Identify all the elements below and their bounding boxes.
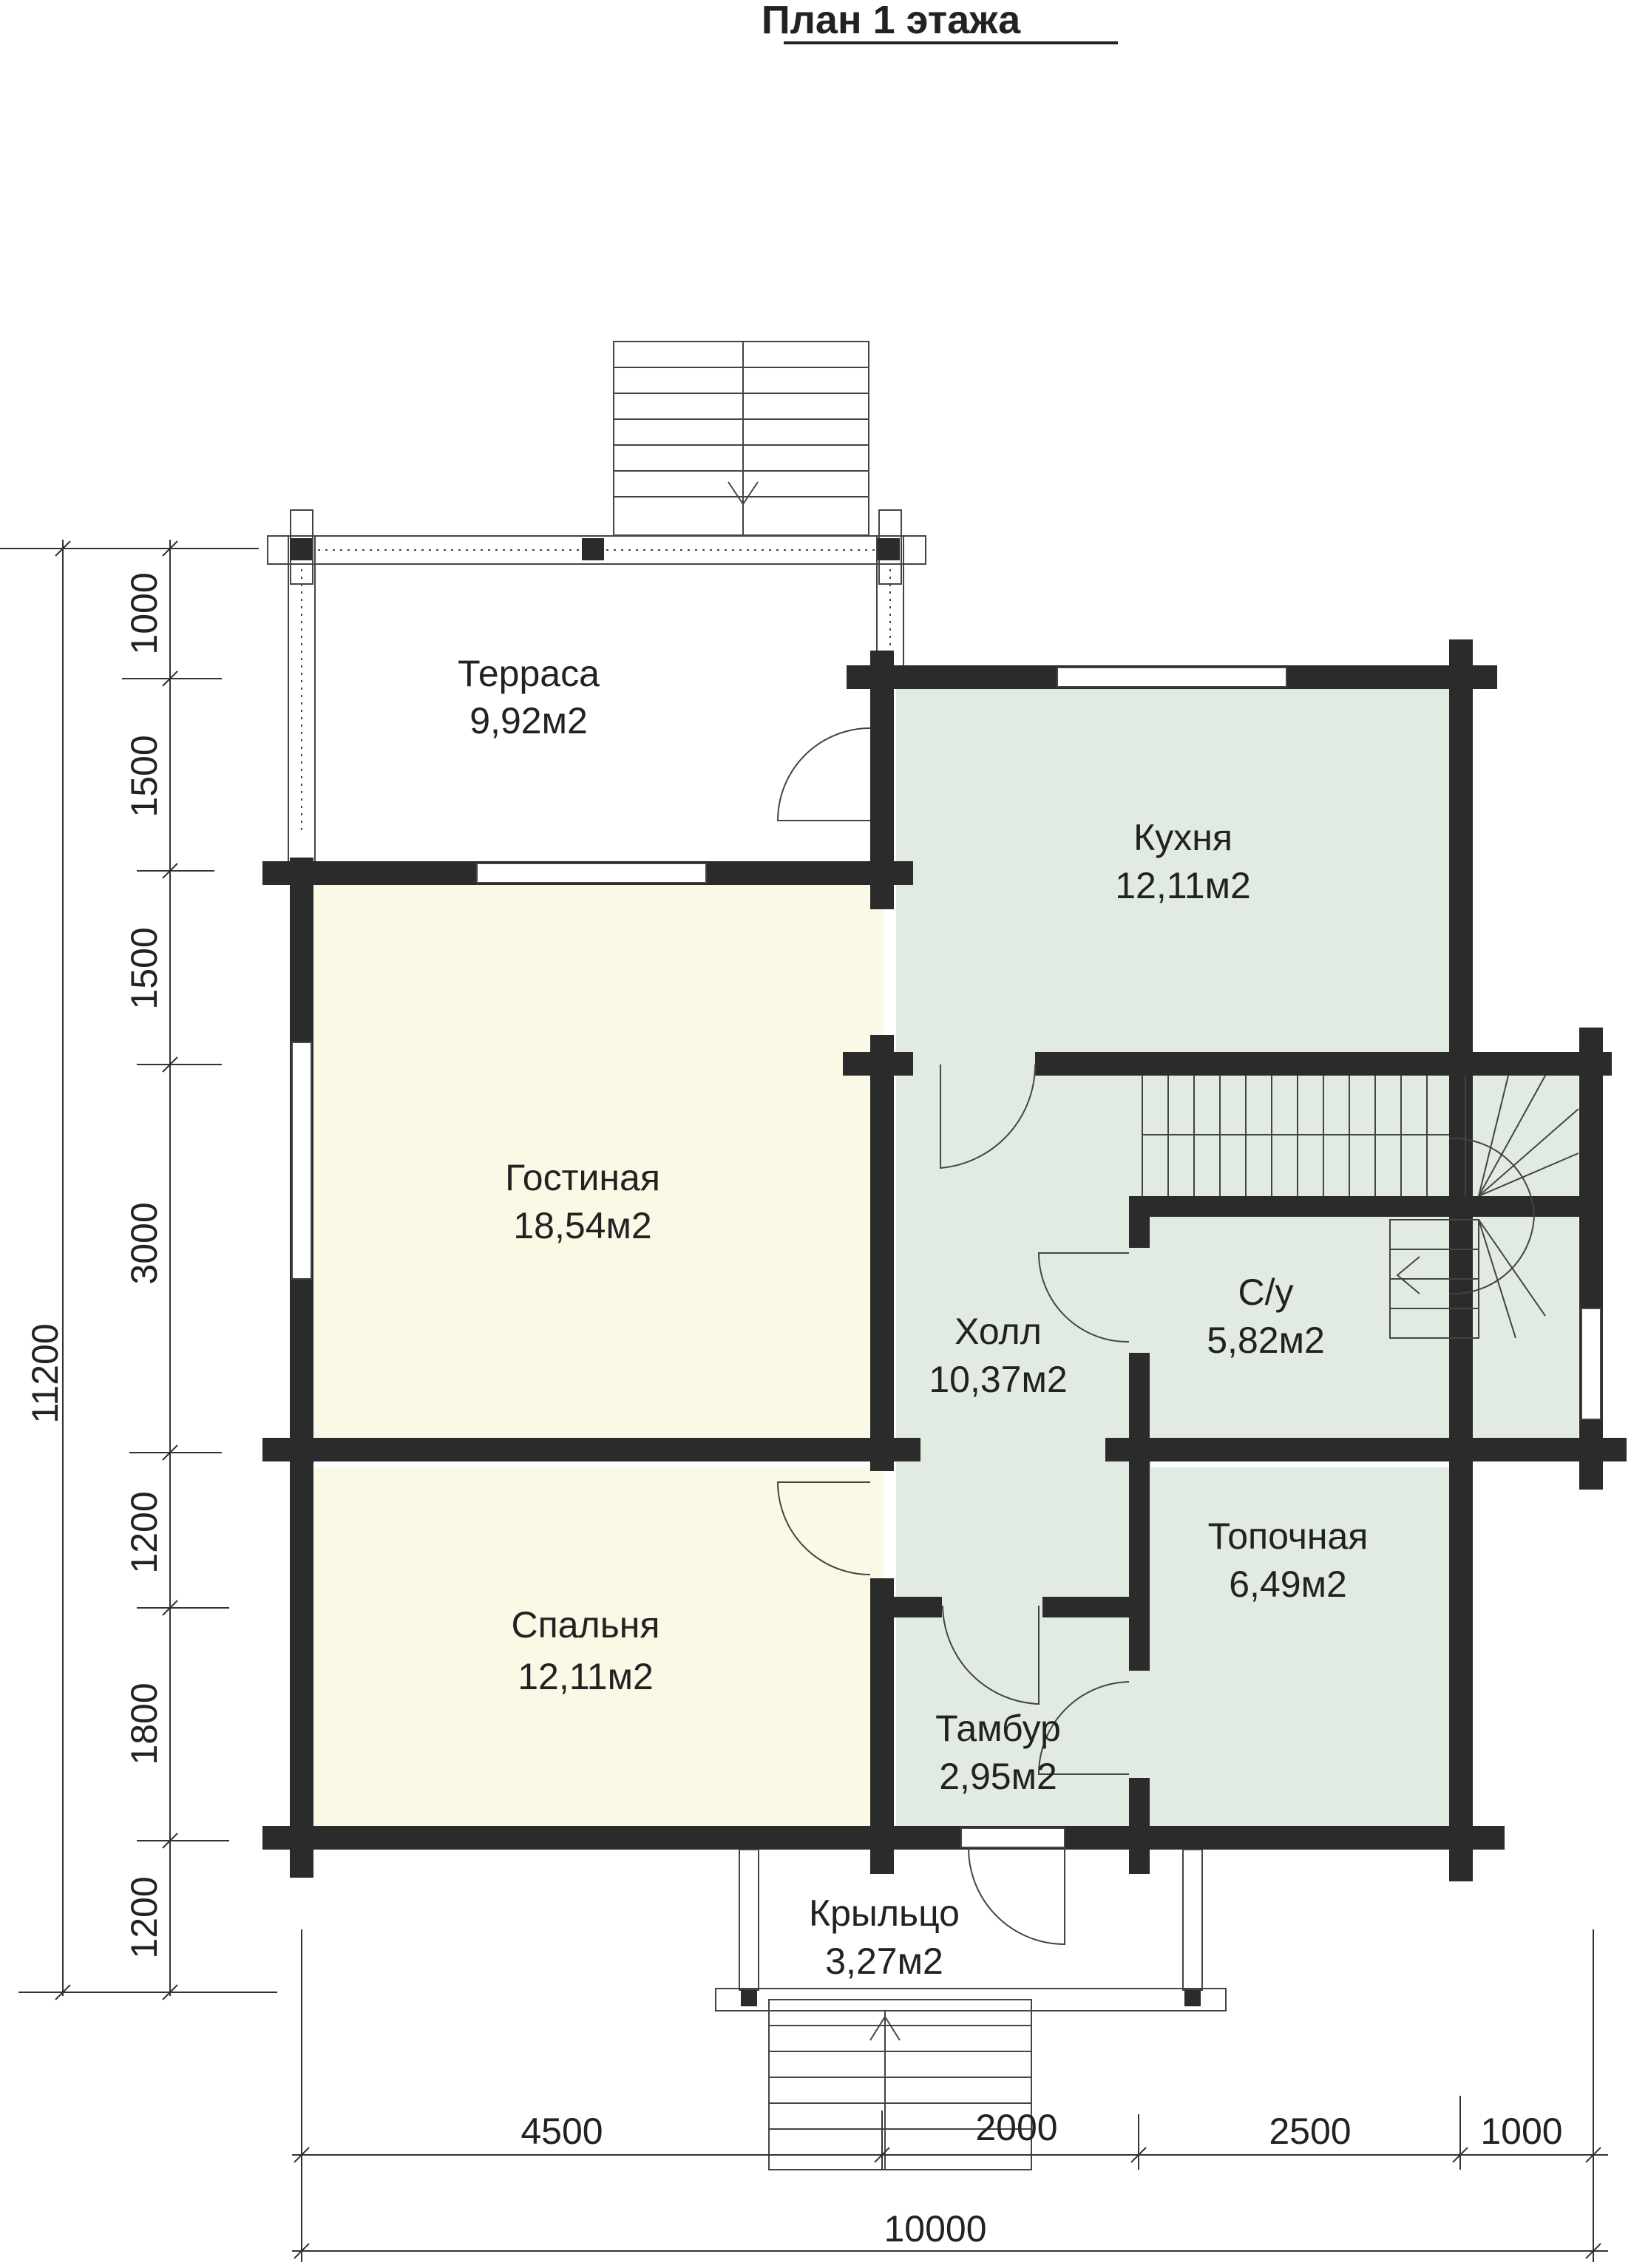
hall-fill — [896, 1057, 1151, 1597]
porch-name: Крыльцо — [809, 1892, 960, 1934]
dim-v-segment-5: 1200 — [123, 1491, 165, 1573]
bedroom-name: Спальня — [512, 1604, 660, 1646]
boiler-area: 6,49м2 — [1229, 1564, 1347, 1605]
bath-name: С/у — [1238, 1271, 1294, 1313]
vestibule-name: Тамбур — [935, 1708, 1061, 1749]
dim-v-segment-4: 3000 — [123, 1202, 165, 1284]
terrace-stair — [613, 341, 869, 536]
dim-h-segment-4: 1000 — [1480, 2111, 1562, 2152]
horizontal-dimensions: 4500 2000 2500 1000 10000 — [292, 1929, 1608, 2262]
doors — [776, 727, 1130, 1946]
dim-v-segment-3: 1500 — [123, 927, 165, 1009]
bath-area: 5,82м2 — [1207, 1320, 1325, 1361]
internal-staircase — [1142, 1075, 1579, 1339]
dim-v-segment-6: 1800 — [123, 1683, 165, 1765]
dim-v-segment-7: 1200 — [123, 1876, 165, 1958]
dim-horizontal-total: 10000 — [884, 2208, 986, 2250]
dim-h-segment-2: 2000 — [975, 2107, 1057, 2148]
vestibule-fill — [896, 1597, 1151, 1833]
vestibule-area: 2,95м2 — [939, 1756, 1057, 1797]
boiler-fill — [1150, 1467, 1460, 1830]
dim-h-segment-1: 4500 — [521, 2111, 603, 2152]
kitchen-area: 12,11м2 — [1115, 865, 1251, 906]
bath-fill — [1150, 1212, 1579, 1442]
kitchen-fill — [896, 687, 1458, 1057]
dim-vertical-total: 11200 — [24, 1323, 66, 1423]
porch-area: 3,27м2 — [825, 1941, 943, 1982]
living-fill — [314, 883, 884, 1449]
living-name: Гостиная — [505, 1157, 660, 1198]
vertical-dimensions: 11200 1000 1500 1500 3000 1200 1800 1200 — [0, 540, 277, 2000]
dim-h-segment-3: 2500 — [1269, 2111, 1351, 2152]
room-labels: Терраса 9,92м2 Кухня 12,11м2 Гостиная 18… — [458, 653, 1368, 1982]
hall-area: 10,37м2 — [929, 1359, 1067, 1400]
porch-stair — [715, 1849, 1227, 2170]
windows — [291, 667, 1601, 1848]
boiler-name: Топочная — [1208, 1515, 1369, 1557]
terrace-name: Терраса — [458, 653, 600, 694]
room-fills — [314, 687, 1579, 1833]
living-area: 18,54м2 — [513, 1205, 651, 1246]
dim-v-segment-1: 1000 — [123, 572, 165, 654]
bedroom-fill — [314, 1467, 884, 1830]
hall-name: Холл — [954, 1311, 1042, 1352]
plan-title: План 1 этажа — [762, 0, 1021, 42]
bedroom-area: 12,11м2 — [518, 1656, 654, 1697]
terrace-area: 9,92м2 — [469, 700, 588, 741]
kitchen-name: Кухня — [1133, 817, 1232, 858]
dim-v-segment-2: 1500 — [123, 735, 165, 817]
